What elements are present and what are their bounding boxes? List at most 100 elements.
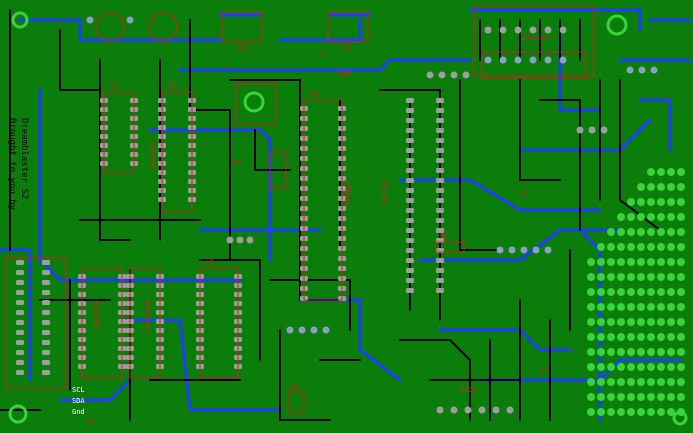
ic-pad (406, 228, 414, 233)
through-hole-pad (544, 246, 552, 254)
mounting-hole-top-left (11, 11, 29, 29)
through-hole-pad (462, 71, 470, 79)
through-hole-pad (514, 26, 522, 34)
through-hole-pad (492, 406, 500, 414)
proto-hole (657, 198, 665, 206)
proto-hole (587, 393, 595, 401)
ic-pad (42, 330, 50, 335)
proto-hole (627, 243, 635, 251)
ic-pad (16, 270, 24, 275)
ic-pad (406, 188, 414, 193)
proto-hole (627, 213, 635, 221)
proto-hole (647, 288, 655, 296)
proto-hole (657, 258, 665, 266)
ic-pad (406, 138, 414, 143)
proto-hole (607, 393, 615, 401)
proto-hole (667, 393, 675, 401)
proto-hole (617, 333, 625, 341)
proto-hole (627, 333, 635, 341)
proto-hole (617, 378, 625, 386)
through-hole-pad (298, 326, 306, 334)
ic-pad (406, 258, 414, 263)
proto-hole (617, 393, 625, 401)
proto-hole (677, 273, 685, 281)
proto-hole (677, 258, 685, 266)
proto-hole (627, 378, 635, 386)
through-hole-pad (544, 56, 552, 64)
proto-hole (607, 303, 615, 311)
proto-hole (607, 228, 615, 236)
ic-pad (406, 118, 414, 123)
proto-hole (677, 288, 685, 296)
through-hole-pad (286, 326, 294, 334)
ic-pad (406, 158, 414, 163)
speaker-box (481, 51, 587, 79)
ic-pad (16, 260, 24, 265)
proto-hole (607, 363, 615, 371)
proto-hole (667, 198, 675, 206)
proto-hole (647, 243, 655, 251)
mounting-hole-mid (243, 91, 265, 113)
proto-hole (667, 408, 675, 416)
proto-hole (587, 408, 595, 416)
through-hole-pad (496, 246, 504, 254)
proto-hole (637, 408, 645, 416)
board-labels: Dreamblaster S2 Brought to you by SCL SD… (7, 34, 552, 426)
mounting-hole-bottom-right (672, 410, 688, 426)
proto-hole (637, 303, 645, 311)
proto-hole (637, 363, 645, 371)
proto-hole (627, 258, 635, 266)
through-hole-pad (310, 326, 318, 334)
proto-hole (637, 318, 645, 326)
through-hole-pad (484, 26, 492, 34)
through-hole-pad (650, 66, 658, 74)
proto-hole (617, 408, 625, 416)
proto-hole (587, 288, 595, 296)
proto-hole (637, 273, 645, 281)
proto-hole (667, 213, 675, 221)
ic-pad (406, 218, 414, 223)
proto-hole (647, 183, 655, 191)
through-hole-pad (226, 236, 234, 244)
proto-hole (647, 273, 655, 281)
jack-left-outline (95, 12, 125, 42)
proto-hole (627, 348, 635, 356)
ic-pad (42, 270, 50, 275)
proto-hole (667, 243, 675, 251)
label-resistor-top: R1 (232, 159, 240, 167)
proto-hole (637, 243, 645, 251)
proto-hole (677, 363, 685, 371)
ic-u3-outline (303, 99, 343, 301)
label-ic-mid: MCP23017 (143, 300, 151, 334)
mounting-hole-top-right (606, 14, 628, 36)
ic-pad (406, 108, 414, 113)
proto-hole (647, 318, 655, 326)
ic-driver-outline (129, 267, 161, 379)
proto-hole (677, 198, 685, 206)
proto-hole (587, 378, 595, 386)
proto-hole (677, 228, 685, 236)
board-subtitle: Brought to you by (7, 118, 17, 211)
proto-hole (647, 363, 655, 371)
proto-hole (677, 393, 685, 401)
label-u4: U4 (86, 418, 94, 426)
proto-hole (607, 333, 615, 341)
proto-hole (607, 408, 615, 416)
through-hole-pad (450, 71, 458, 79)
proto-hole (627, 273, 635, 281)
ic-pad (436, 118, 444, 123)
ic-pad (42, 360, 50, 365)
ic-pad (16, 310, 24, 315)
proto-hole (597, 393, 605, 401)
label-u1: U1 (110, 82, 118, 90)
ic-pad (406, 208, 414, 213)
proto-hole (667, 333, 675, 341)
proto-hole (677, 183, 685, 191)
ic-pad (436, 258, 444, 263)
through-hole-pad (436, 406, 444, 414)
label-ic-driver: ULN2003 (92, 300, 100, 330)
label-ic-right: DS1307 (380, 180, 388, 205)
label-ic-atmega: ATMEGA (343, 180, 351, 206)
proto-hole (637, 393, 645, 401)
